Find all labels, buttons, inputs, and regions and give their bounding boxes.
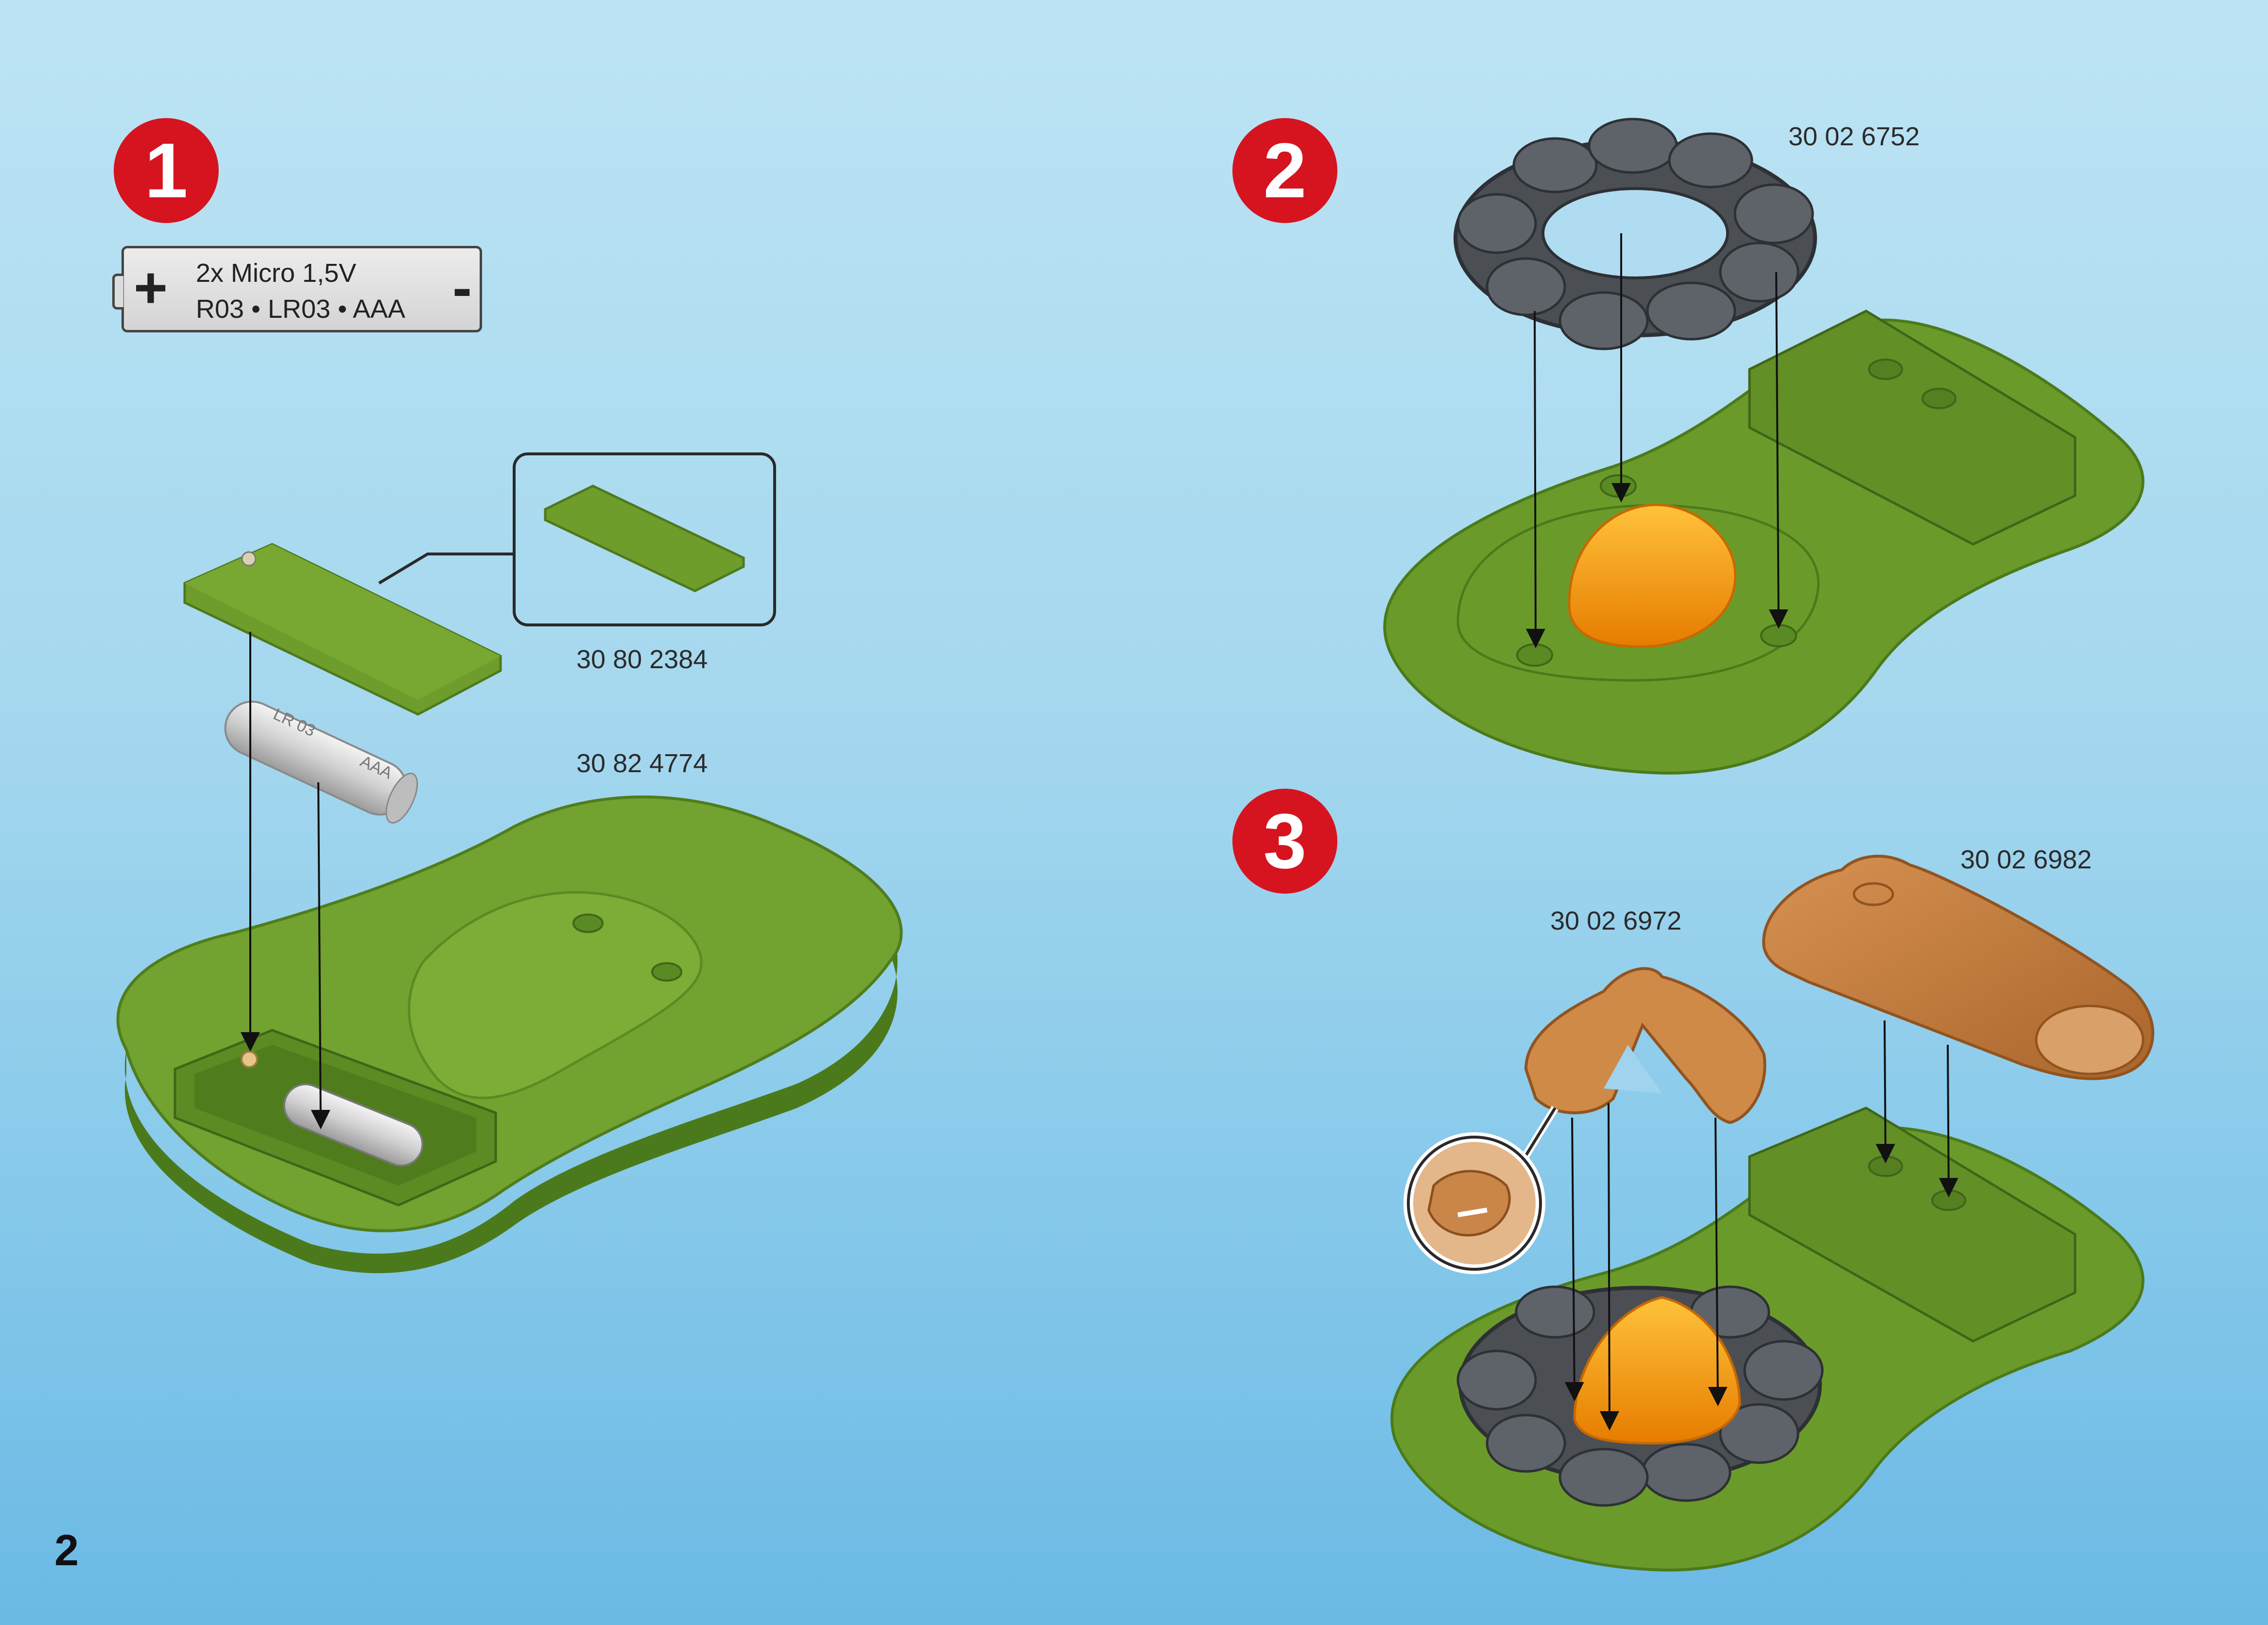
base-stud	[1601, 475, 1636, 497]
base-stud	[1922, 389, 1956, 408]
battery-contact	[242, 1052, 257, 1067]
battery-icon: + 2x Micro 1,5V R03 • LR03 • AAA -	[121, 246, 482, 332]
step-3-badge: 3	[1232, 789, 1337, 894]
callout-wood-detail	[1429, 1171, 1509, 1235]
battery-spec-line-1: 2x Micro 1,5V	[196, 258, 356, 288]
loose-battery	[216, 693, 423, 828]
battery-spec-line-2: R03 • LR03 • AAA	[196, 294, 405, 324]
battery-plus-sign: +	[134, 251, 168, 324]
wood-tepee	[1526, 968, 1765, 1123]
log-end	[2036, 1006, 2143, 1074]
part-number-wood-tepee: 30 02 6972	[1550, 906, 1681, 936]
base-stud	[1869, 360, 1902, 379]
base-stud	[573, 915, 603, 932]
arrow-down-icon	[1948, 1045, 1949, 1195]
battery-minus-sign: -	[452, 251, 472, 324]
step-1-illustration	[118, 454, 901, 1273]
part-number-stone-ring: 30 02 6752	[1788, 121, 1920, 152]
part-number-log: 30 02 6982	[1960, 845, 2092, 875]
part-number-base-plate: 30 82 4774	[576, 748, 708, 778]
base-stud	[1517, 644, 1552, 666]
base-stud	[652, 963, 681, 981]
step-3-illustration	[1392, 856, 2153, 1570]
arrow-down-icon	[1609, 1103, 1610, 1429]
part-number-battery-cover: 30 80 2384	[576, 644, 708, 674]
cover-screw-hole	[242, 552, 256, 566]
step-2-illustration	[1385, 119, 2143, 773]
base-stud	[1761, 625, 1796, 646]
step-1-badge: 1	[114, 118, 219, 223]
battery-terminal-nub	[112, 274, 123, 310]
arrow-down-icon	[1535, 311, 1536, 646]
stone-ring-hole	[1543, 189, 1728, 278]
arrow-down-icon	[1885, 1020, 1886, 1161]
callout-connector	[379, 554, 515, 583]
step-2-badge: 2	[1232, 118, 1337, 223]
battery-cover-detail	[545, 486, 744, 591]
page-number: 2	[54, 1526, 79, 1576]
